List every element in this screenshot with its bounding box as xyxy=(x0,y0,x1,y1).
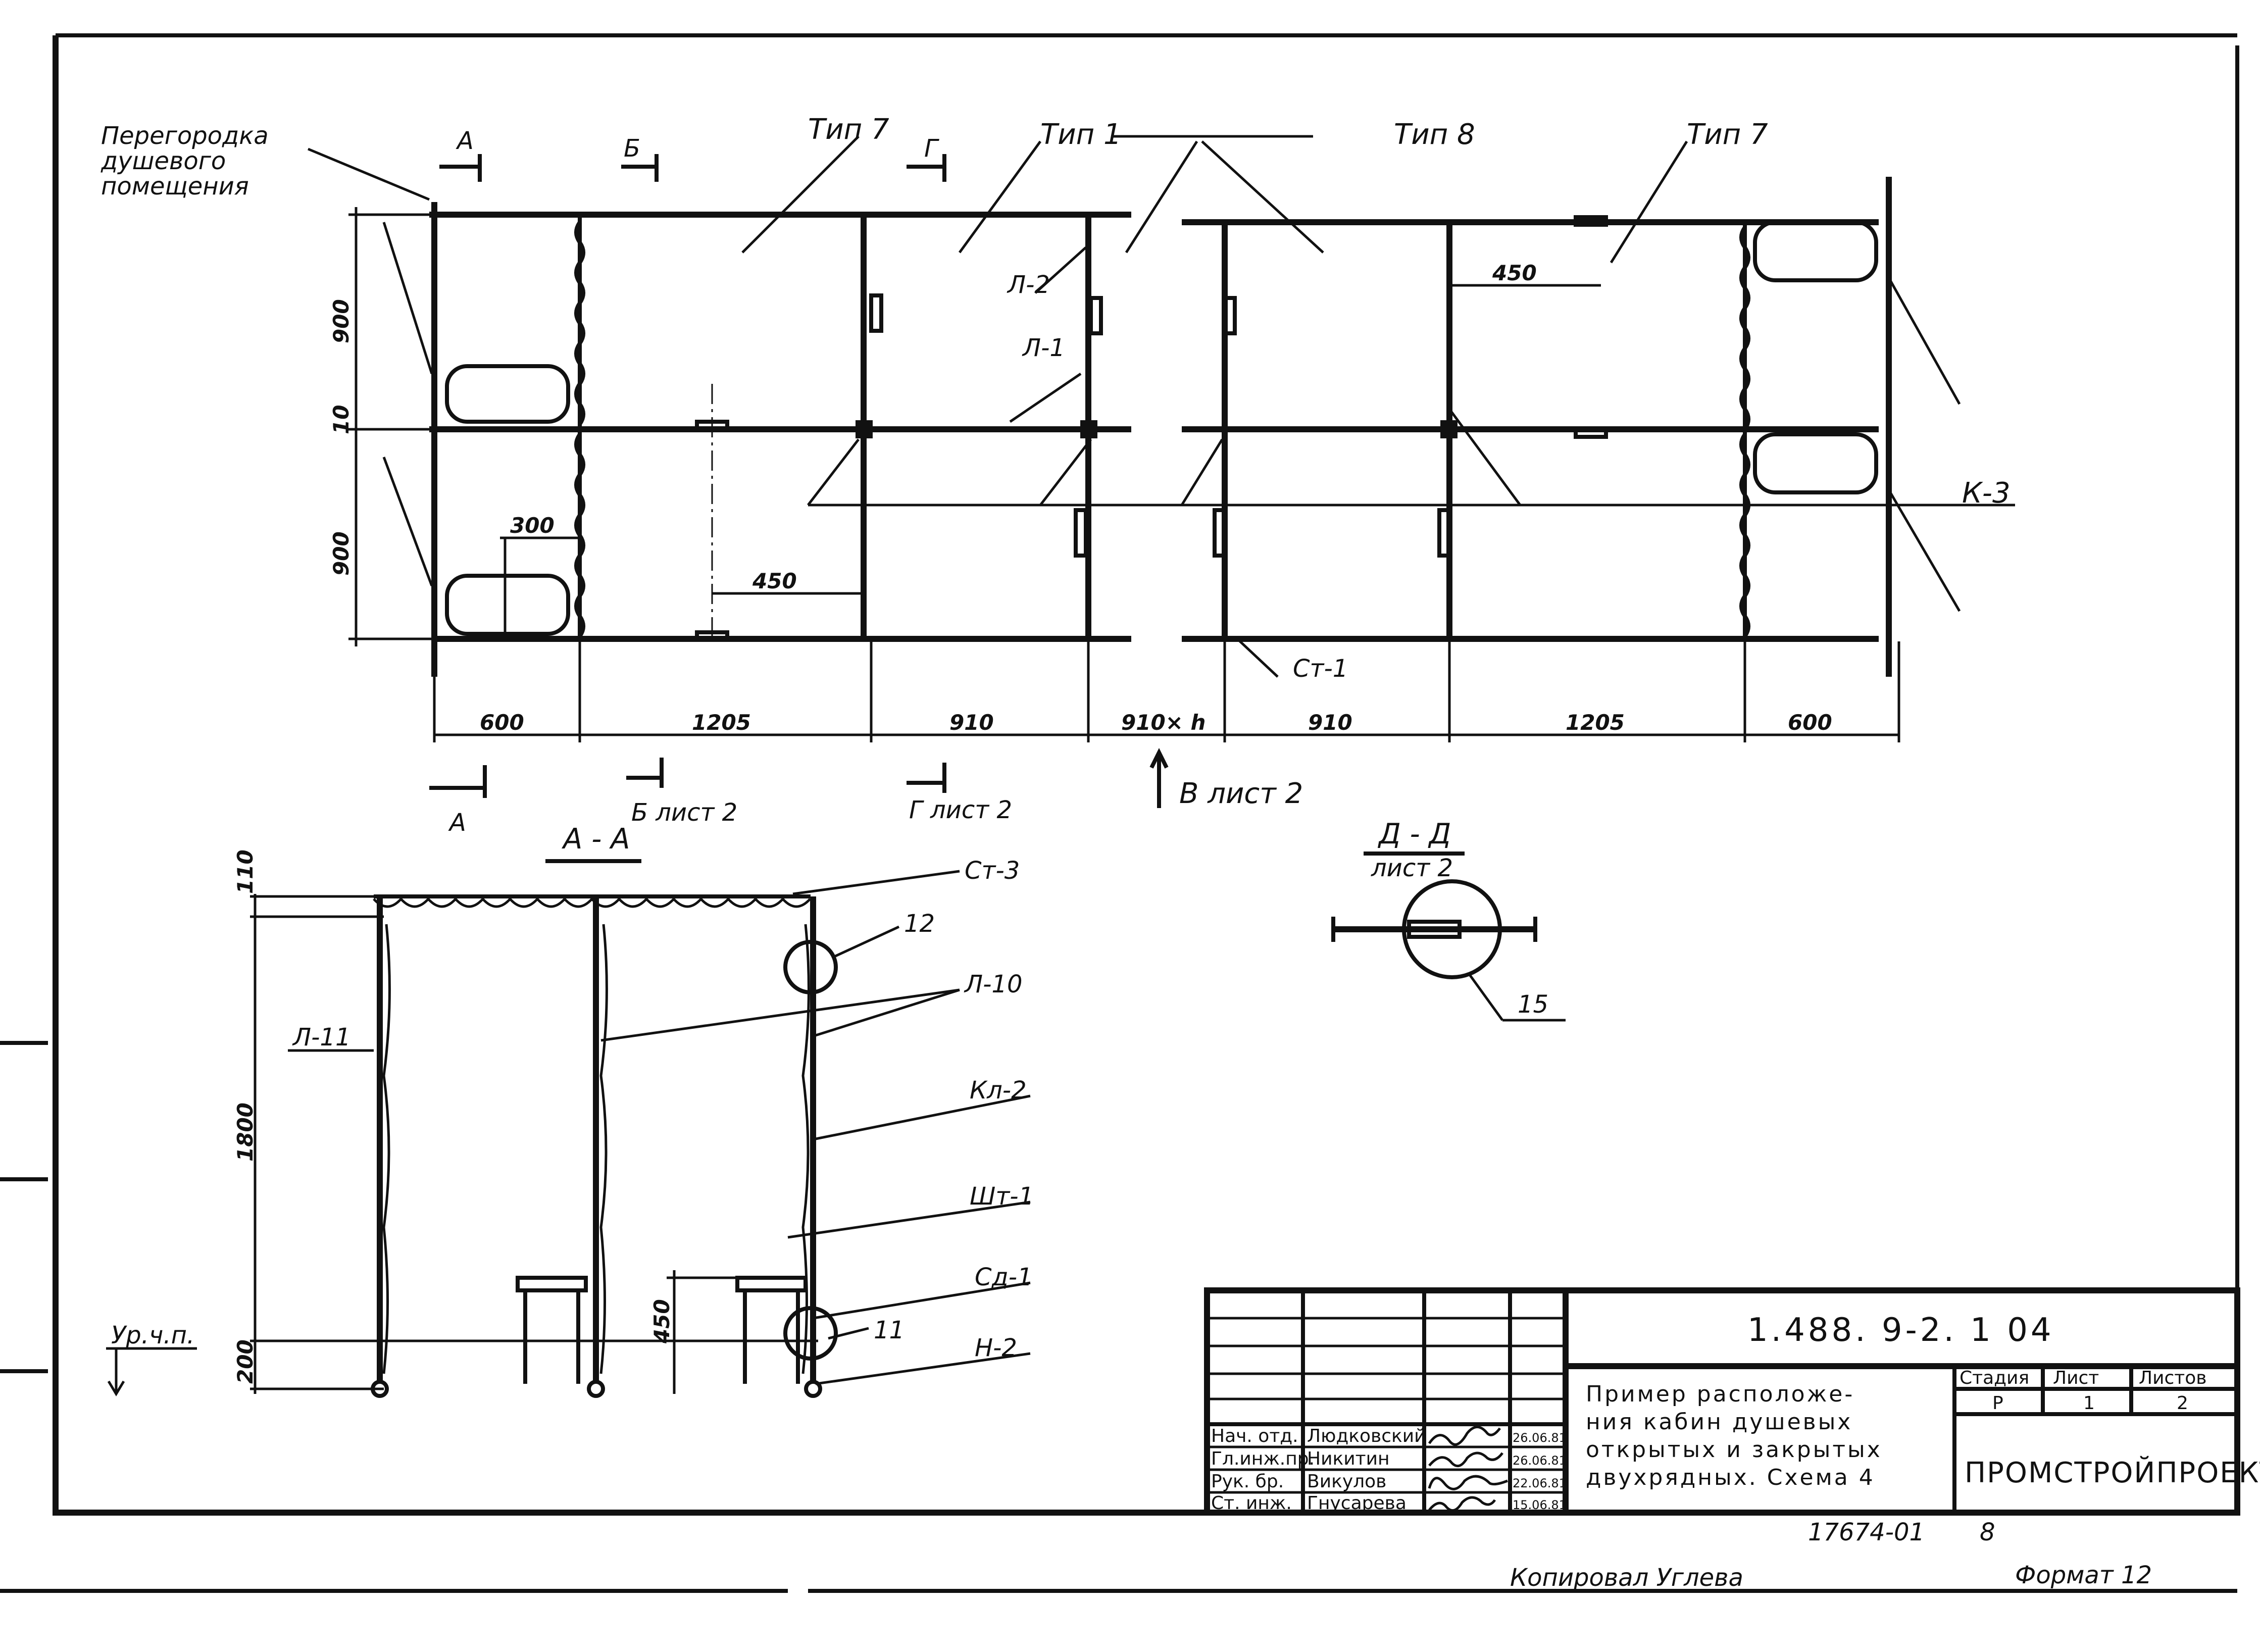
element-label-k3: К-3 xyxy=(1962,477,2011,510)
role-4: Ст. инж. xyxy=(1211,1493,1292,1514)
organization-name: ПРОМСТРОЙПРОЕКТ xyxy=(1965,1456,2260,1489)
role-2: Гл.инж.пр. xyxy=(1211,1448,1315,1469)
label-11: 11 xyxy=(874,1316,905,1344)
hdim-2: 1205 xyxy=(692,710,751,735)
label-12: 12 xyxy=(904,910,935,938)
label-sht1: Шт-1 xyxy=(970,1182,1034,1211)
type-label-2: Тип 1 xyxy=(1040,118,1122,151)
name-4: Гнусарева xyxy=(1307,1493,1407,1514)
vdim-900-top: 900 xyxy=(329,299,354,343)
partition-label-line2: душевого xyxy=(101,147,226,175)
floor-plan: Перегородка душевого помещения Тип 7 Тип… xyxy=(101,113,2015,837)
document-code: 1.488. 9-2. 1 04 xyxy=(1747,1312,2054,1349)
element-label-st1: Ст-1 xyxy=(1293,655,1348,683)
title-line-2: ния кабин душевых xyxy=(1586,1409,1852,1435)
section-mark-g-top: Г xyxy=(924,134,939,163)
section-mark-b-top: Б xyxy=(624,134,640,163)
sheets-header: Листов xyxy=(2139,1368,2206,1388)
vdim-900-bottom: 900 xyxy=(329,531,354,576)
signature-2 xyxy=(1428,1451,1503,1468)
section-aa: А - А xyxy=(106,823,1034,1398)
element-label-l1: Л-1 xyxy=(1022,334,1065,362)
stage-value: Р xyxy=(1992,1393,2003,1414)
section-mark-a-bottom: А xyxy=(448,809,466,837)
signature-4 xyxy=(1428,1496,1496,1512)
dimension-ticks xyxy=(433,639,1900,742)
title-line-1: Пример расположе- xyxy=(1586,1381,1854,1407)
title-line-3: открытых и закрытых xyxy=(1586,1437,1882,1463)
hdim-3: 910 xyxy=(949,710,994,735)
role-1: Нач. отд. xyxy=(1211,1426,1298,1446)
copied-by: Копировал Углева xyxy=(1510,1564,1743,1592)
name-3: Викулов xyxy=(1307,1471,1386,1492)
sheet-frame xyxy=(0,33,2239,1593)
hdim-7: 600 xyxy=(1788,710,1832,735)
section-mark-b-bottom: Б лист 2 xyxy=(631,798,737,827)
vdim-1800: 1800 xyxy=(233,1103,258,1162)
title-block-row-lines xyxy=(1207,1317,1566,1494)
vdim-200: 200 xyxy=(233,1339,258,1384)
type-label-4: Тип 7 xyxy=(1687,118,1768,151)
date-1: 26.06.81 xyxy=(1513,1431,1567,1445)
hdim-1: 600 xyxy=(480,710,524,735)
sheet-value: 1 xyxy=(2083,1393,2095,1414)
title-block: 1.488. 9-2. 1 04 Пример расположе- ния к… xyxy=(1204,1287,2260,1516)
date-2: 26.06.81 xyxy=(1513,1454,1567,1468)
section-aa-title: А - А xyxy=(562,823,630,856)
label-sd1: Сд-1 xyxy=(975,1263,1033,1291)
label-st3: Ст-3 xyxy=(965,857,1020,885)
section-mark-g-bottom: Г лист 2 xyxy=(909,796,1012,824)
hdim-4: 910× h xyxy=(1121,710,1206,735)
element-label-l2: Л-2 xyxy=(1007,271,1050,299)
label-l10: Л-10 xyxy=(964,970,1023,998)
label-l11: Л-11 xyxy=(292,1023,351,1052)
section-mark-a-top: А xyxy=(456,127,474,155)
partition-label-line1: Перегородка xyxy=(101,122,269,150)
vdim-10: 10 xyxy=(329,405,354,434)
archive-sheet-number: 8 xyxy=(1980,1518,1995,1546)
type-label-1: Тип 7 xyxy=(808,113,889,146)
floor-level-label: Ур.ч.п. xyxy=(111,1321,194,1349)
label-kl2: Кл-2 xyxy=(970,1076,1027,1105)
hdim-5: 910 xyxy=(1308,710,1352,735)
callout-15: 15 xyxy=(1518,990,1548,1019)
signature-3 xyxy=(1428,1475,1508,1490)
inner-dim-450-left: 450 xyxy=(752,569,797,593)
title-line-4: двухрядных. Схема 4 xyxy=(1586,1465,1875,1490)
sheet-header: Лист xyxy=(2053,1368,2099,1388)
vdim-110: 110 xyxy=(233,849,258,894)
inner-dim-300: 300 xyxy=(510,513,555,538)
signature-1 xyxy=(1428,1426,1501,1446)
label-n2: Н-2 xyxy=(975,1334,1017,1362)
partition-label-line3: помещения xyxy=(101,172,249,201)
paper-format: Формат 12 xyxy=(2015,1561,2152,1589)
hdim-6: 1205 xyxy=(1566,710,1625,735)
footer: 17674-01 8 Копировал Углева Формат 12 xyxy=(1510,1518,2152,1592)
type-label-3: Тип 8 xyxy=(1394,118,1475,151)
role-3: Рук. бр. xyxy=(1211,1471,1284,1492)
section-dd: Д - Д лист 2 15 xyxy=(1331,818,1566,1022)
inner-dim-450-right: 450 xyxy=(1492,261,1537,285)
section-dd-subtitle: лист 2 xyxy=(1371,854,1453,882)
date-4: 15.06.81 xyxy=(1513,1498,1567,1512)
section-dd-title: Д - Д xyxy=(1377,818,1451,850)
stage-header: Стадия xyxy=(1960,1368,2029,1388)
inventory-number: 17674-01 xyxy=(1808,1518,1925,1546)
date-3: 22.06.81 xyxy=(1513,1476,1567,1490)
name-2: Никитин xyxy=(1307,1448,1390,1469)
section-mark-v-bottom: В лист 2 xyxy=(1179,777,1303,810)
vdim-450: 450 xyxy=(649,1299,674,1344)
name-1: Людковский xyxy=(1307,1426,1426,1446)
sheets-value: 2 xyxy=(2177,1393,2188,1414)
